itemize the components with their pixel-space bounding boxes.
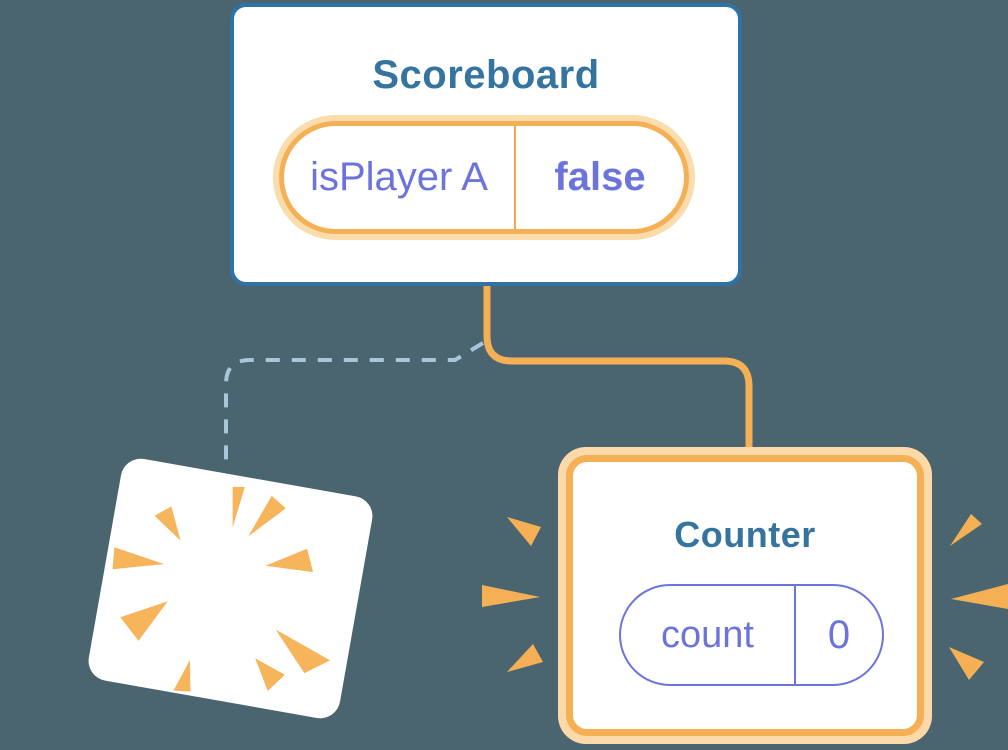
scoreboard-state-pill: isPlayer A false [273, 115, 695, 240]
edge-scoreboard-counter [483, 284, 753, 452]
counter-node-inner: Counter count 0 [566, 455, 924, 736]
state-value: 0 [827, 612, 851, 657]
scoreboard-node: Scoreboard isPlayer A false [230, 3, 742, 286]
edge-scoreboard-removed [224, 341, 485, 464]
scoreboard-state-pill-inner: isPlayer A false [279, 121, 689, 234]
removed-component-card [85, 455, 376, 722]
state-name: count [661, 613, 754, 656]
pill-divider [794, 586, 796, 684]
burst-icon [112, 486, 331, 692]
pill-divider [514, 126, 516, 229]
scoreboard-title: Scoreboard [372, 53, 600, 97]
state-name: isPlayer A [310, 155, 488, 199]
counter-state-pill: count 0 [619, 584, 884, 686]
counter-node: Counter count 0 [558, 447, 932, 744]
state-value: false [554, 155, 646, 199]
counter-title: Counter [674, 514, 816, 555]
